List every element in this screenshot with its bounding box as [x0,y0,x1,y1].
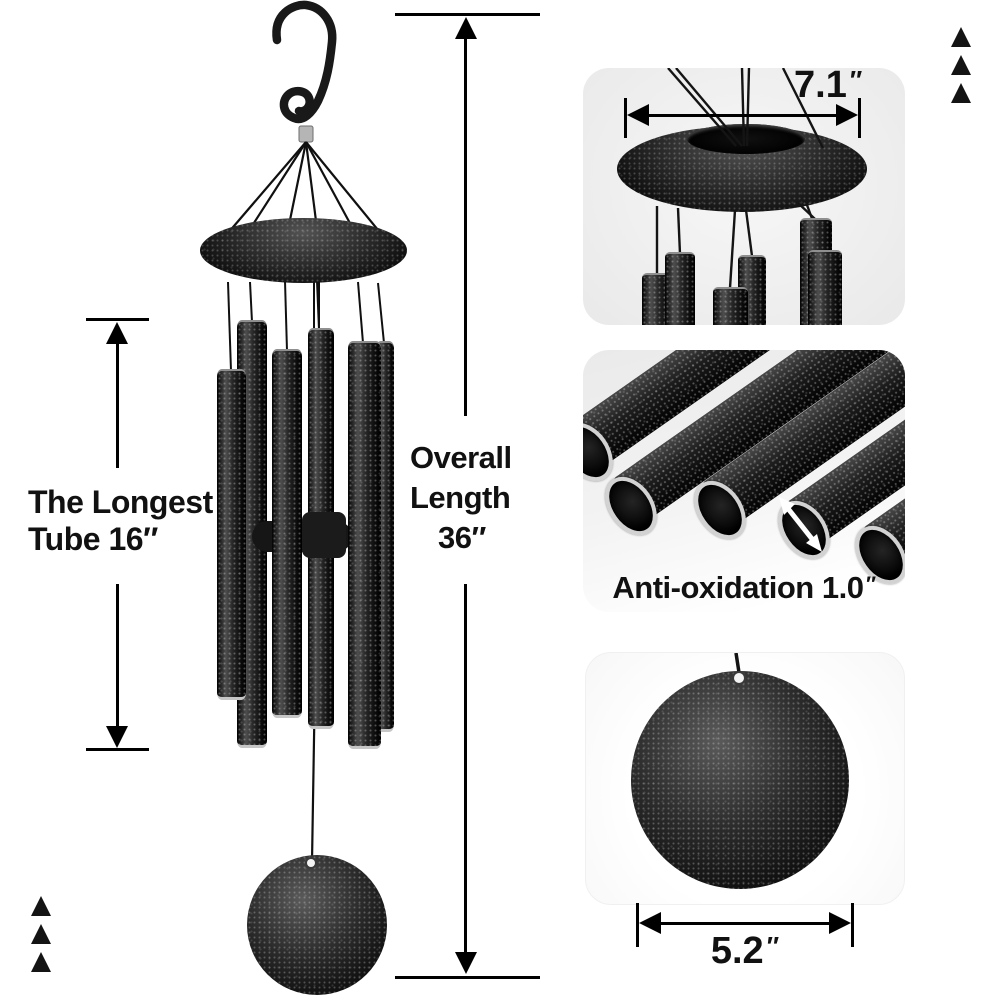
dim-longest-tube-shaft-upper [116,344,119,468]
triangle-up-icon [951,83,971,103]
chime-tube [272,349,302,718]
s-hook [272,0,337,124]
label-anti-oxidation: Anti-oxidation 1.0″ [612,570,876,605]
dim-top-width-arrowhead-left [627,104,649,126]
dim-overall-arrowhead-down [455,952,477,974]
dim-overall-arrowhead-up [455,17,477,39]
panel-bottom-detail [585,652,905,905]
inch-mark: ″ [849,66,863,95]
corner-triangles-top-right [951,27,971,111]
dim-top-width-shaft [645,114,840,117]
dim-disc-width-tick-left [636,903,639,947]
inner-diameter-arrow [779,497,822,552]
inch-mark: ″ [766,932,780,961]
chime-tube-top [808,250,842,325]
dim-longest-tube-cap-top [86,318,149,321]
disc-hole [307,859,315,867]
dim-top-width-tick-right [858,98,861,138]
dim-longest-tube-arrowhead-up [106,322,128,344]
dim-disc-width-arrowhead-left [639,912,661,934]
triangle-up-icon [31,896,51,916]
chime-tube-top [665,252,695,325]
triangle-up-icon [31,924,51,944]
panel-top-strings [655,68,826,289]
dim-overall-shaft-upper [464,39,467,416]
chime-tube [217,369,246,700]
panel-middle-detail [583,350,905,612]
canopy [200,218,407,283]
dim-disc-width-tick-right [851,903,854,947]
dim-longest-tube-cap-bottom [86,748,149,751]
dim-longest-tube-arrowhead-down [106,726,128,748]
panel-bottom-string [734,653,742,680]
wind-catcher-disc [247,855,387,995]
inch-mark: ″ [865,573,876,597]
triangle-up-icon [951,27,971,47]
triangle-up-icon [31,952,51,972]
dim-disc-width-arrowhead-right [829,912,851,934]
label-overall-length: Overall Length 36″ [410,440,512,555]
disc-hole [734,673,744,683]
hook-ferrule [298,125,314,143]
dim-longest-tube-shaft-lower [116,584,119,726]
dim-overall-cap-top [395,13,540,16]
dim-overall-shaft-lower [464,584,467,952]
label-longest-tube: The Longest Tube 16″ [28,484,213,557]
chime-tube [348,341,381,749]
label-top-width: 7.1″ [794,64,863,106]
dim-disc-width-shaft [657,922,833,925]
corner-triangles-bottom-left [31,896,51,980]
chime-tube-top [713,287,748,325]
dim-top-width-arrowhead-right [836,104,858,126]
clapper-block [302,512,346,558]
label-disc-width: 5.2″ [710,930,780,972]
wind-catcher-closeup [631,671,849,889]
triangle-up-icon [951,55,971,75]
dim-top-width-tick-left [624,98,627,138]
dim-overall-cap-bottom [395,976,540,979]
